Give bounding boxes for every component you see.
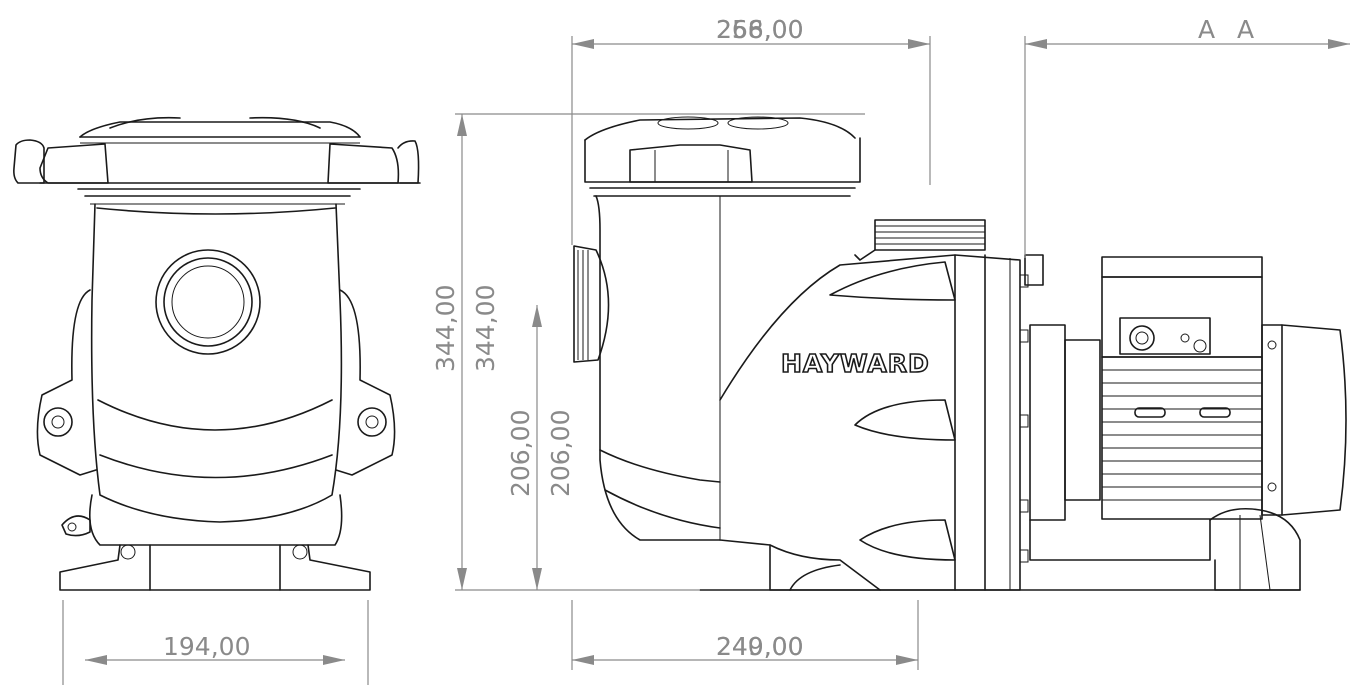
side-view: HAYWARD [573, 116, 1347, 591]
dim-top-b: 266,00 [716, 15, 803, 44]
dim-height-outer-a: 344,00 [431, 285, 460, 372]
dim-bottom-b: 240,00 [716, 632, 803, 661]
dim-height-inner-a: 206,00 [506, 410, 535, 497]
dimension-labels: 258,00 266,00 A A 344,00 344,00 206,00 2… [163, 15, 1254, 661]
section-mark-left: A [1198, 15, 1215, 44]
dim-bottom-a: 249,00 [716, 632, 803, 661]
dim-base-width: 194,00 [163, 632, 250, 661]
dim-height-outer-b: 344,00 [471, 285, 500, 372]
brand-logo: HAYWARD [781, 349, 930, 378]
section-mark-right: A [1237, 15, 1254, 44]
front-view [13, 116, 421, 591]
dim-height-inner-b: 206,00 [546, 410, 575, 497]
dim-top-a: 258,00 [716, 15, 803, 44]
dimension-lines [62, 36, 1350, 685]
